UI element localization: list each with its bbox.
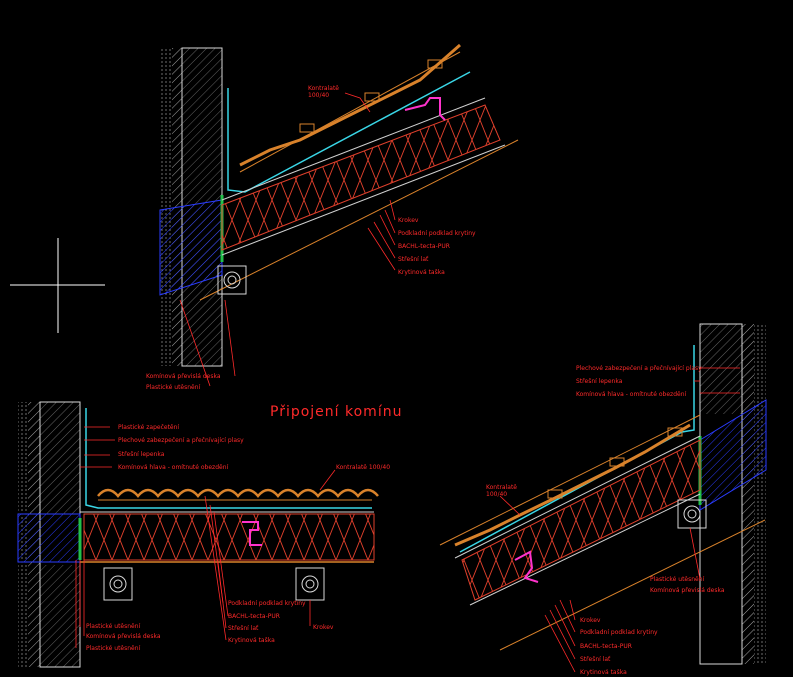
crosshair-cursor — [10, 238, 105, 333]
chimney-wall-plaster — [160, 48, 172, 366]
label-podklad: Podkladní podklad krytiny — [398, 230, 476, 237]
label-utesneni: Plastické utěsnění — [650, 576, 705, 583]
label-strechni-lat: Střešní lať — [580, 656, 611, 663]
label-previslo: Komínová převislá deska — [650, 587, 725, 594]
roof-tiles — [97, 488, 379, 498]
insulation-band — [83, 513, 375, 561]
detail-left: Plastické zapečetění Plechové zabezpečen… — [17, 401, 390, 668]
detail-top: Kontralatě 100/40 Krokev Podkladní podkl… — [146, 43, 519, 391]
label-previslo: Komínová převislá deska — [86, 633, 161, 640]
label-bachl: BACHL-tecta-PUR — [398, 243, 450, 250]
drawing-title: Připojení komínu — [270, 404, 402, 420]
label-kontralat: Kontralatě — [486, 484, 517, 491]
roof-tiles — [454, 423, 691, 547]
label-hlava: Komínová hlava - omítnuté obezdění — [576, 391, 686, 398]
label-krokev: Krokev — [580, 617, 601, 624]
label-tasky: Krytinová taška — [580, 669, 627, 676]
roof-tiles — [239, 43, 461, 167]
label-oplechovani: Plechové zabezpečení a přečnívající plas… — [118, 437, 244, 444]
flashing-profile — [404, 97, 446, 121]
label-tasky: Krytinová taška — [398, 269, 445, 276]
label-oplechovani: Plechové zabezpečení a přečnívající plas… — [576, 365, 702, 372]
label-podklad: Podkladní podklad krytiny — [228, 600, 306, 607]
label-bachl: BACHL-tecta-PUR — [580, 643, 632, 650]
label-utesneni: Plastické utěsnění — [146, 384, 201, 391]
label-kontralat-size: 100/40 — [308, 92, 329, 99]
label-kontralat: Kontralatě 100/40 — [336, 464, 390, 471]
insulation-band — [461, 439, 701, 601]
label-utesneni-1: Plastické utěsnění — [86, 623, 141, 630]
label-kontralat-size: 100/40 — [486, 491, 507, 498]
label-lepenka: Střešní lepenka — [118, 451, 165, 458]
label-previslo: Komínová převislá deska — [146, 373, 221, 380]
label-hlava: Komínová hlava - omítnuté obezdění — [118, 464, 228, 471]
masonry-section — [17, 513, 81, 563]
label-utesneni-2: Plastické utěsnění — [86, 645, 141, 652]
label-podklad: Podkladní podklad krytiny — [580, 629, 658, 636]
label-strechni-lat: Střešní lať — [228, 625, 259, 632]
label-strechni-lat: Střešní lať — [398, 256, 429, 263]
detail-right: Plechové zabezpečení a přečnívající plas… — [439, 323, 767, 676]
label-bachl: BACHL-tecta-PUR — [228, 613, 280, 620]
label-lepenka: Střešní lepenka — [576, 378, 623, 385]
label-kontralat: Kontralatě — [308, 85, 339, 92]
label-krokev: Krokev — [313, 624, 334, 631]
metal-flashing — [227, 71, 471, 193]
label-zapoceni: Plastické zapečetění — [118, 424, 179, 431]
label-tasky: Krytinová taška — [228, 637, 275, 644]
masonry-section — [159, 199, 223, 296]
label-krokev: Krokev — [398, 217, 419, 224]
insulation-band — [221, 104, 501, 251]
